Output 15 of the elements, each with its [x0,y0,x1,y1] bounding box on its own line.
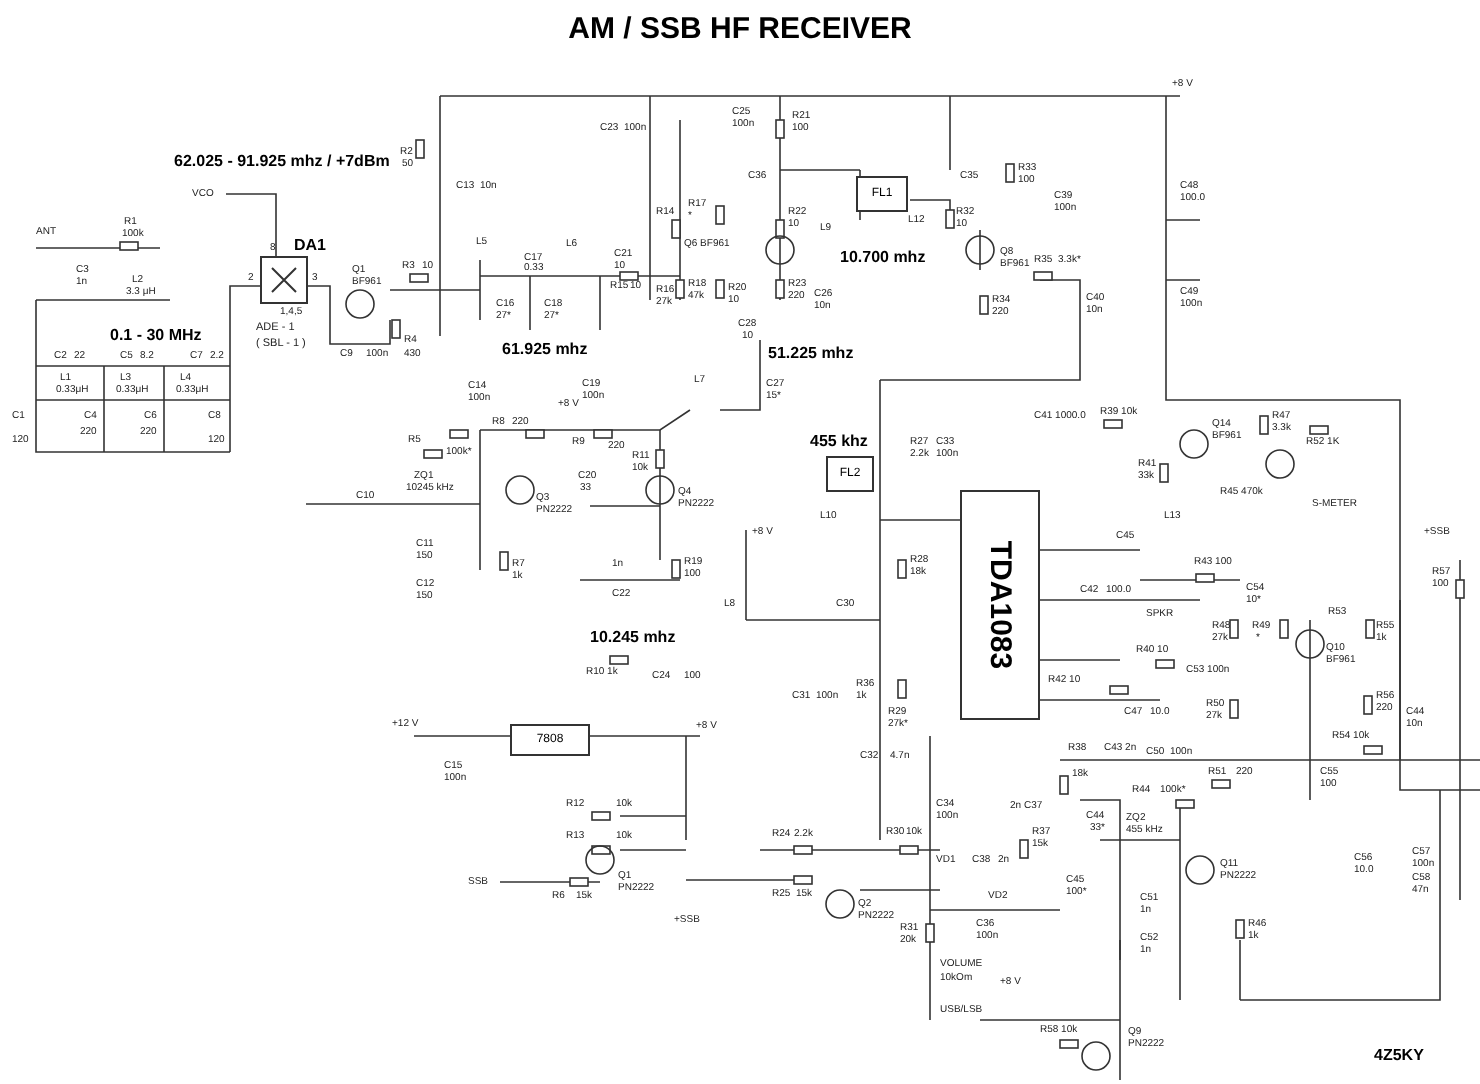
frequency-label: 61.925 mhz [502,340,588,358]
ic-box [960,490,1040,720]
frequency-label: 62.025 - 91.925 mhz / +7dBm [174,152,390,170]
frequency-label: 10.700 mhz [840,248,926,266]
filter-box [826,456,874,492]
filter-box [856,176,908,212]
frequency-label: 4Z5KY [1374,1046,1424,1064]
component-name: DA1 [294,236,327,254]
regulator-box [510,724,590,756]
frequency-label: 10.245 mhz [590,628,676,646]
diagram-title: AM / SSB HF RECEIVER [566,12,914,46]
chip-name: TDA1083 [983,540,1017,670]
frequency-label: 0.1 - 30 MHz [110,326,202,344]
frequency-label: 455 khz [810,432,868,450]
frequency-label: 51.225 mhz [768,344,854,362]
